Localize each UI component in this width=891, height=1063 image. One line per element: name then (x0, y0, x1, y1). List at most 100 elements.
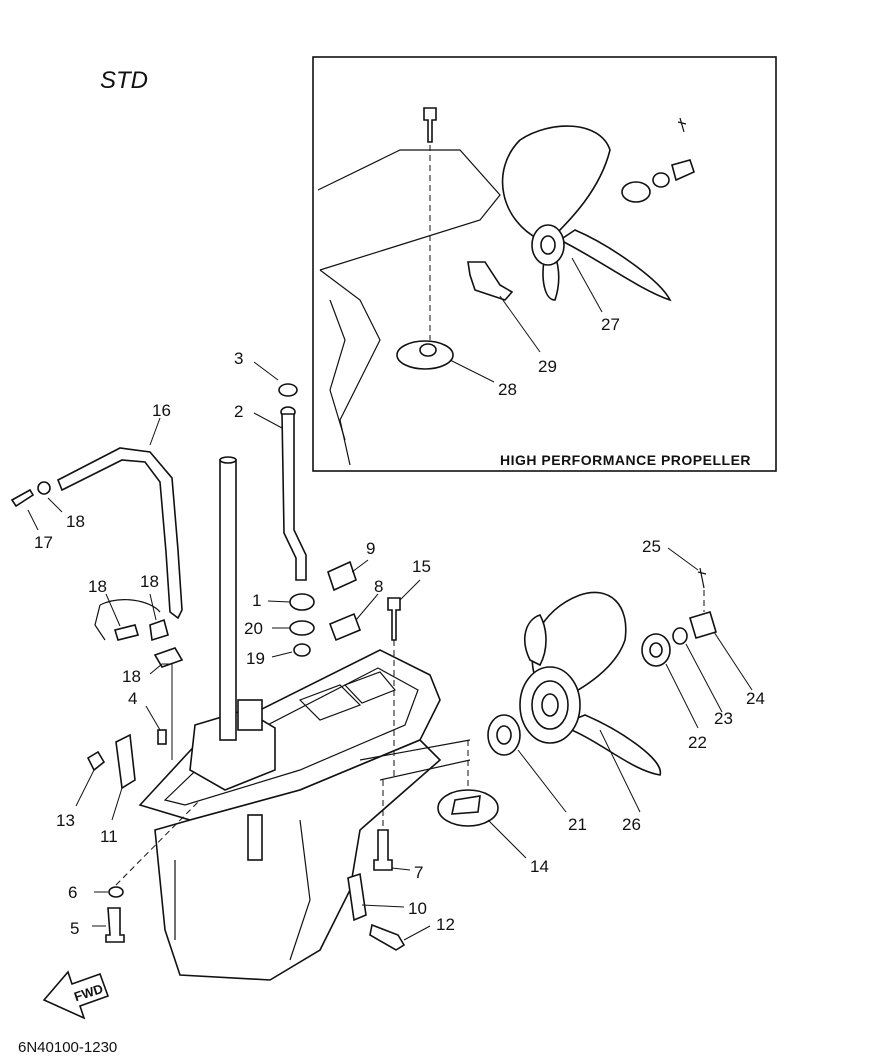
thrust-washer-21-bore (496, 725, 512, 745)
washer-23 (672, 627, 688, 645)
callout-25: 25 (642, 537, 661, 556)
inset-housing-side (319, 269, 381, 466)
inset-prop-blade-right (558, 229, 672, 302)
inset-part-29 (467, 261, 514, 301)
seal-20 (289, 620, 315, 636)
leader-13 (75, 769, 95, 807)
leader-4 (145, 705, 161, 731)
leader-lines (27, 361, 753, 941)
nut-24 (689, 611, 717, 639)
washer-6 (108, 886, 124, 898)
grommet-1 (289, 593, 315, 611)
bolt-5 (105, 907, 125, 943)
small-parts-right (327, 560, 406, 951)
callout-13: 13 (56, 811, 75, 830)
fitting-18-left (113, 624, 140, 641)
callout-28: 28 (498, 380, 517, 399)
inset-anode-28-boss (419, 343, 437, 357)
callout-21: 21 (568, 815, 587, 834)
callout-23: 23 (714, 709, 733, 728)
housing-body-edge (289, 819, 311, 961)
drive-shaft (219, 459, 237, 741)
leader-15 (399, 579, 421, 601)
callout-3: 3 (234, 349, 243, 368)
leader-7 (391, 867, 411, 871)
inset-caption: HIGH PERFORMANCE PROPELLER (500, 452, 751, 468)
callout-9: 9 (366, 539, 375, 558)
hose-16 (56, 447, 183, 620)
leader-9 (351, 559, 369, 573)
leader-14 (487, 819, 527, 859)
inset-prop-blade-lower (542, 254, 560, 301)
callout-10: 10 (408, 899, 427, 918)
nut-13 (86, 750, 106, 772)
prop-blade-back (524, 614, 547, 667)
callout-29: 29 (538, 357, 557, 376)
leader-12 (403, 925, 431, 941)
water-tube-assembly (278, 383, 315, 657)
anode-11 (115, 733, 136, 790)
leader-18-right (149, 593, 157, 621)
drive-shaft-top (219, 456, 237, 464)
leader-25 (667, 547, 699, 571)
propeller-bore (541, 693, 559, 717)
figure-code: 6N40100-1230 (18, 1039, 117, 1056)
fitting-18-lower (153, 647, 184, 668)
small-parts-left (86, 729, 201, 943)
hose-assembly (10, 447, 184, 668)
callout-22: 22 (688, 733, 707, 752)
trim-tab-10 (347, 872, 367, 922)
standard-propeller-assembly (437, 567, 717, 827)
leader-1 (267, 600, 291, 603)
grommet-3 (278, 383, 298, 397)
housing-port-2 (343, 671, 396, 704)
callout-19: 19 (246, 649, 265, 668)
callout-15: 15 (412, 557, 431, 576)
grommet-19 (293, 643, 311, 657)
callout-26: 26 (622, 815, 641, 834)
spacer-22-bore (649, 642, 663, 658)
fwd-arrow-shape (42, 970, 110, 1020)
inset-spacer (621, 181, 651, 203)
fitting-17 (10, 488, 35, 508)
leader-29 (499, 295, 541, 353)
callout-24: 24 (746, 689, 765, 708)
callout-14: 14 (530, 857, 549, 876)
callout-11: 11 (100, 827, 118, 846)
callout-20: 20 (244, 619, 263, 638)
callout-7: 7 (414, 863, 423, 882)
fwd-arrow: FWD (42, 970, 110, 1020)
inset-bolt (423, 107, 437, 143)
callout-1: 1 (252, 591, 261, 610)
dowel-pin-4 (157, 729, 167, 745)
callout-labels: 3 2 16 18 17 18 18 18 1 20 19 9 8 15 4 1… (34, 349, 765, 938)
leader-2 (253, 412, 283, 429)
leader-23 (685, 643, 723, 713)
gearcase-lines (359, 739, 471, 781)
leader-19 (271, 651, 293, 658)
callout-27: 27 (601, 315, 620, 334)
callout-5: 5 (70, 919, 79, 938)
leader-10 (361, 904, 405, 908)
inset-prop-blade-upper (501, 125, 611, 241)
bolt-12 (369, 923, 406, 951)
inset-frame (312, 56, 777, 472)
water-tube-2 (281, 413, 307, 581)
leader-27 (571, 257, 603, 313)
inset-housing-skeg (329, 299, 346, 441)
callout-12: 12 (436, 915, 455, 934)
callout-8: 8 (374, 577, 383, 596)
inset-housing-top (317, 149, 501, 271)
fitting-18-right (149, 618, 169, 642)
inset-cotter-pin (677, 117, 687, 133)
high-performance-propeller-inset: 27 29 28 HIGH PERFORMANCE PROPELLER (312, 56, 777, 472)
bolt-15 (387, 597, 401, 641)
callout-18-left: 18 (88, 577, 107, 596)
leader-18-lower (149, 663, 173, 760)
inset-prop-bore (540, 235, 556, 255)
leader-11 (111, 787, 123, 821)
leader-3 (253, 361, 279, 381)
leader-22 (665, 663, 699, 729)
callout-18-top: 18 (66, 512, 85, 531)
